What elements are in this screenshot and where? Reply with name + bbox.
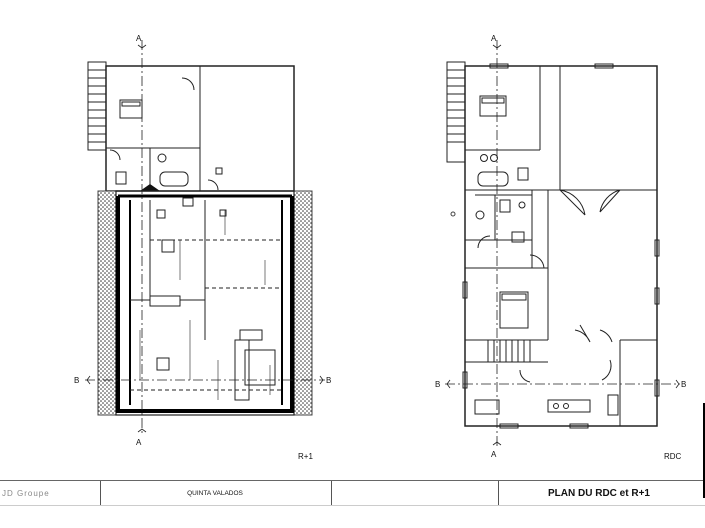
bathtub-icon — [477, 171, 509, 187]
interior-staircase — [487, 339, 531, 363]
edge-bar — [703, 403, 705, 498]
ground-plan-label: RDC — [664, 452, 682, 461]
kitchen-sink-icon — [474, 399, 500, 415]
floor-plans — [85, 40, 680, 448]
left-roof-hatch — [97, 190, 117, 416]
upper-section-lines — [85, 40, 325, 435]
section-mark-b-left-ground: B — [435, 380, 441, 389]
section-mark-b-left-upper: B — [74, 376, 80, 385]
section-mark-b-right-upper: B — [326, 376, 332, 385]
ground-floor-plan — [446, 61, 660, 429]
ground-section-lines — [445, 40, 680, 448]
sheet-title: PLAN DU RDC et R+1 — [548, 487, 650, 499]
bed-icon — [479, 95, 507, 117]
bed-icon — [499, 291, 529, 329]
section-mark-a-bottom-upper: A — [136, 438, 142, 447]
bed-icon — [119, 99, 143, 119]
toilet-icon — [499, 199, 511, 213]
title-block: JD Groupe QUINTA VALADOS PLAN DU RDC et … — [0, 480, 705, 506]
ground-staircase — [446, 61, 466, 163]
section-mark-a-top-ground: A — [491, 34, 497, 43]
toilet-icon — [115, 171, 127, 185]
kitchen-counter — [547, 399, 591, 413]
project-name: QUINTA VALADOS — [99, 481, 332, 505]
section-mark-b-right-ground: B — [681, 380, 687, 389]
upper-staircase — [87, 61, 107, 151]
upper-plan-label: R+1 — [298, 452, 313, 461]
section-mark-a-bottom-ground: A — [491, 450, 497, 459]
title-block-empty-cell — [332, 481, 499, 505]
bathtub-icon — [159, 171, 189, 187]
company-name: JD Groupe — [0, 481, 101, 505]
sink-icon — [157, 153, 167, 163]
section-mark-a-top-upper: A — [136, 34, 142, 43]
right-roof-hatch — [293, 190, 313, 416]
upper-floor-plan — [87, 61, 313, 416]
toilet-icon — [517, 167, 529, 181]
